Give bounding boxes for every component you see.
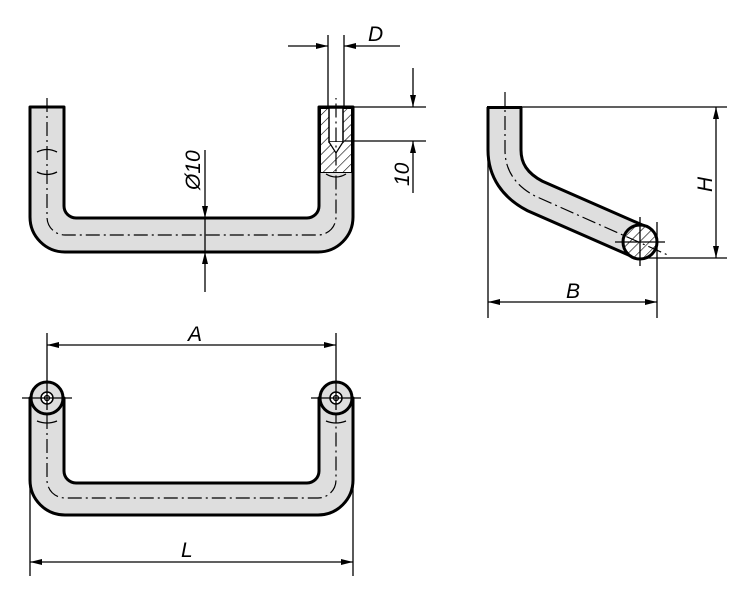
centerline-top [46, 415, 337, 499]
centerline-front [46, 98, 337, 236]
section-mark-top-left [36, 420, 58, 424]
section-mark-top-right [325, 420, 347, 424]
dim-label-b: B [566, 280, 580, 303]
dim-label-diameter: Ø10 [182, 150, 205, 191]
centerline-side [504, 92, 671, 257]
section-mark-right [325, 173, 347, 178]
handle-body-top [28, 396, 355, 517]
dim-label-h: H [694, 176, 717, 192]
section-mark-left [36, 148, 58, 176]
handle-body-side-fill [489, 109, 647, 256]
front-view: D 10 Ø10 [28, 23, 426, 292]
dim-label-l: L [181, 539, 193, 562]
dim-label-a: A [186, 323, 202, 346]
dim-label-d: D [368, 23, 383, 46]
top-view: A L [22, 323, 361, 576]
side-view: H B [486, 92, 727, 318]
dim-label-10: 10 [391, 162, 414, 186]
